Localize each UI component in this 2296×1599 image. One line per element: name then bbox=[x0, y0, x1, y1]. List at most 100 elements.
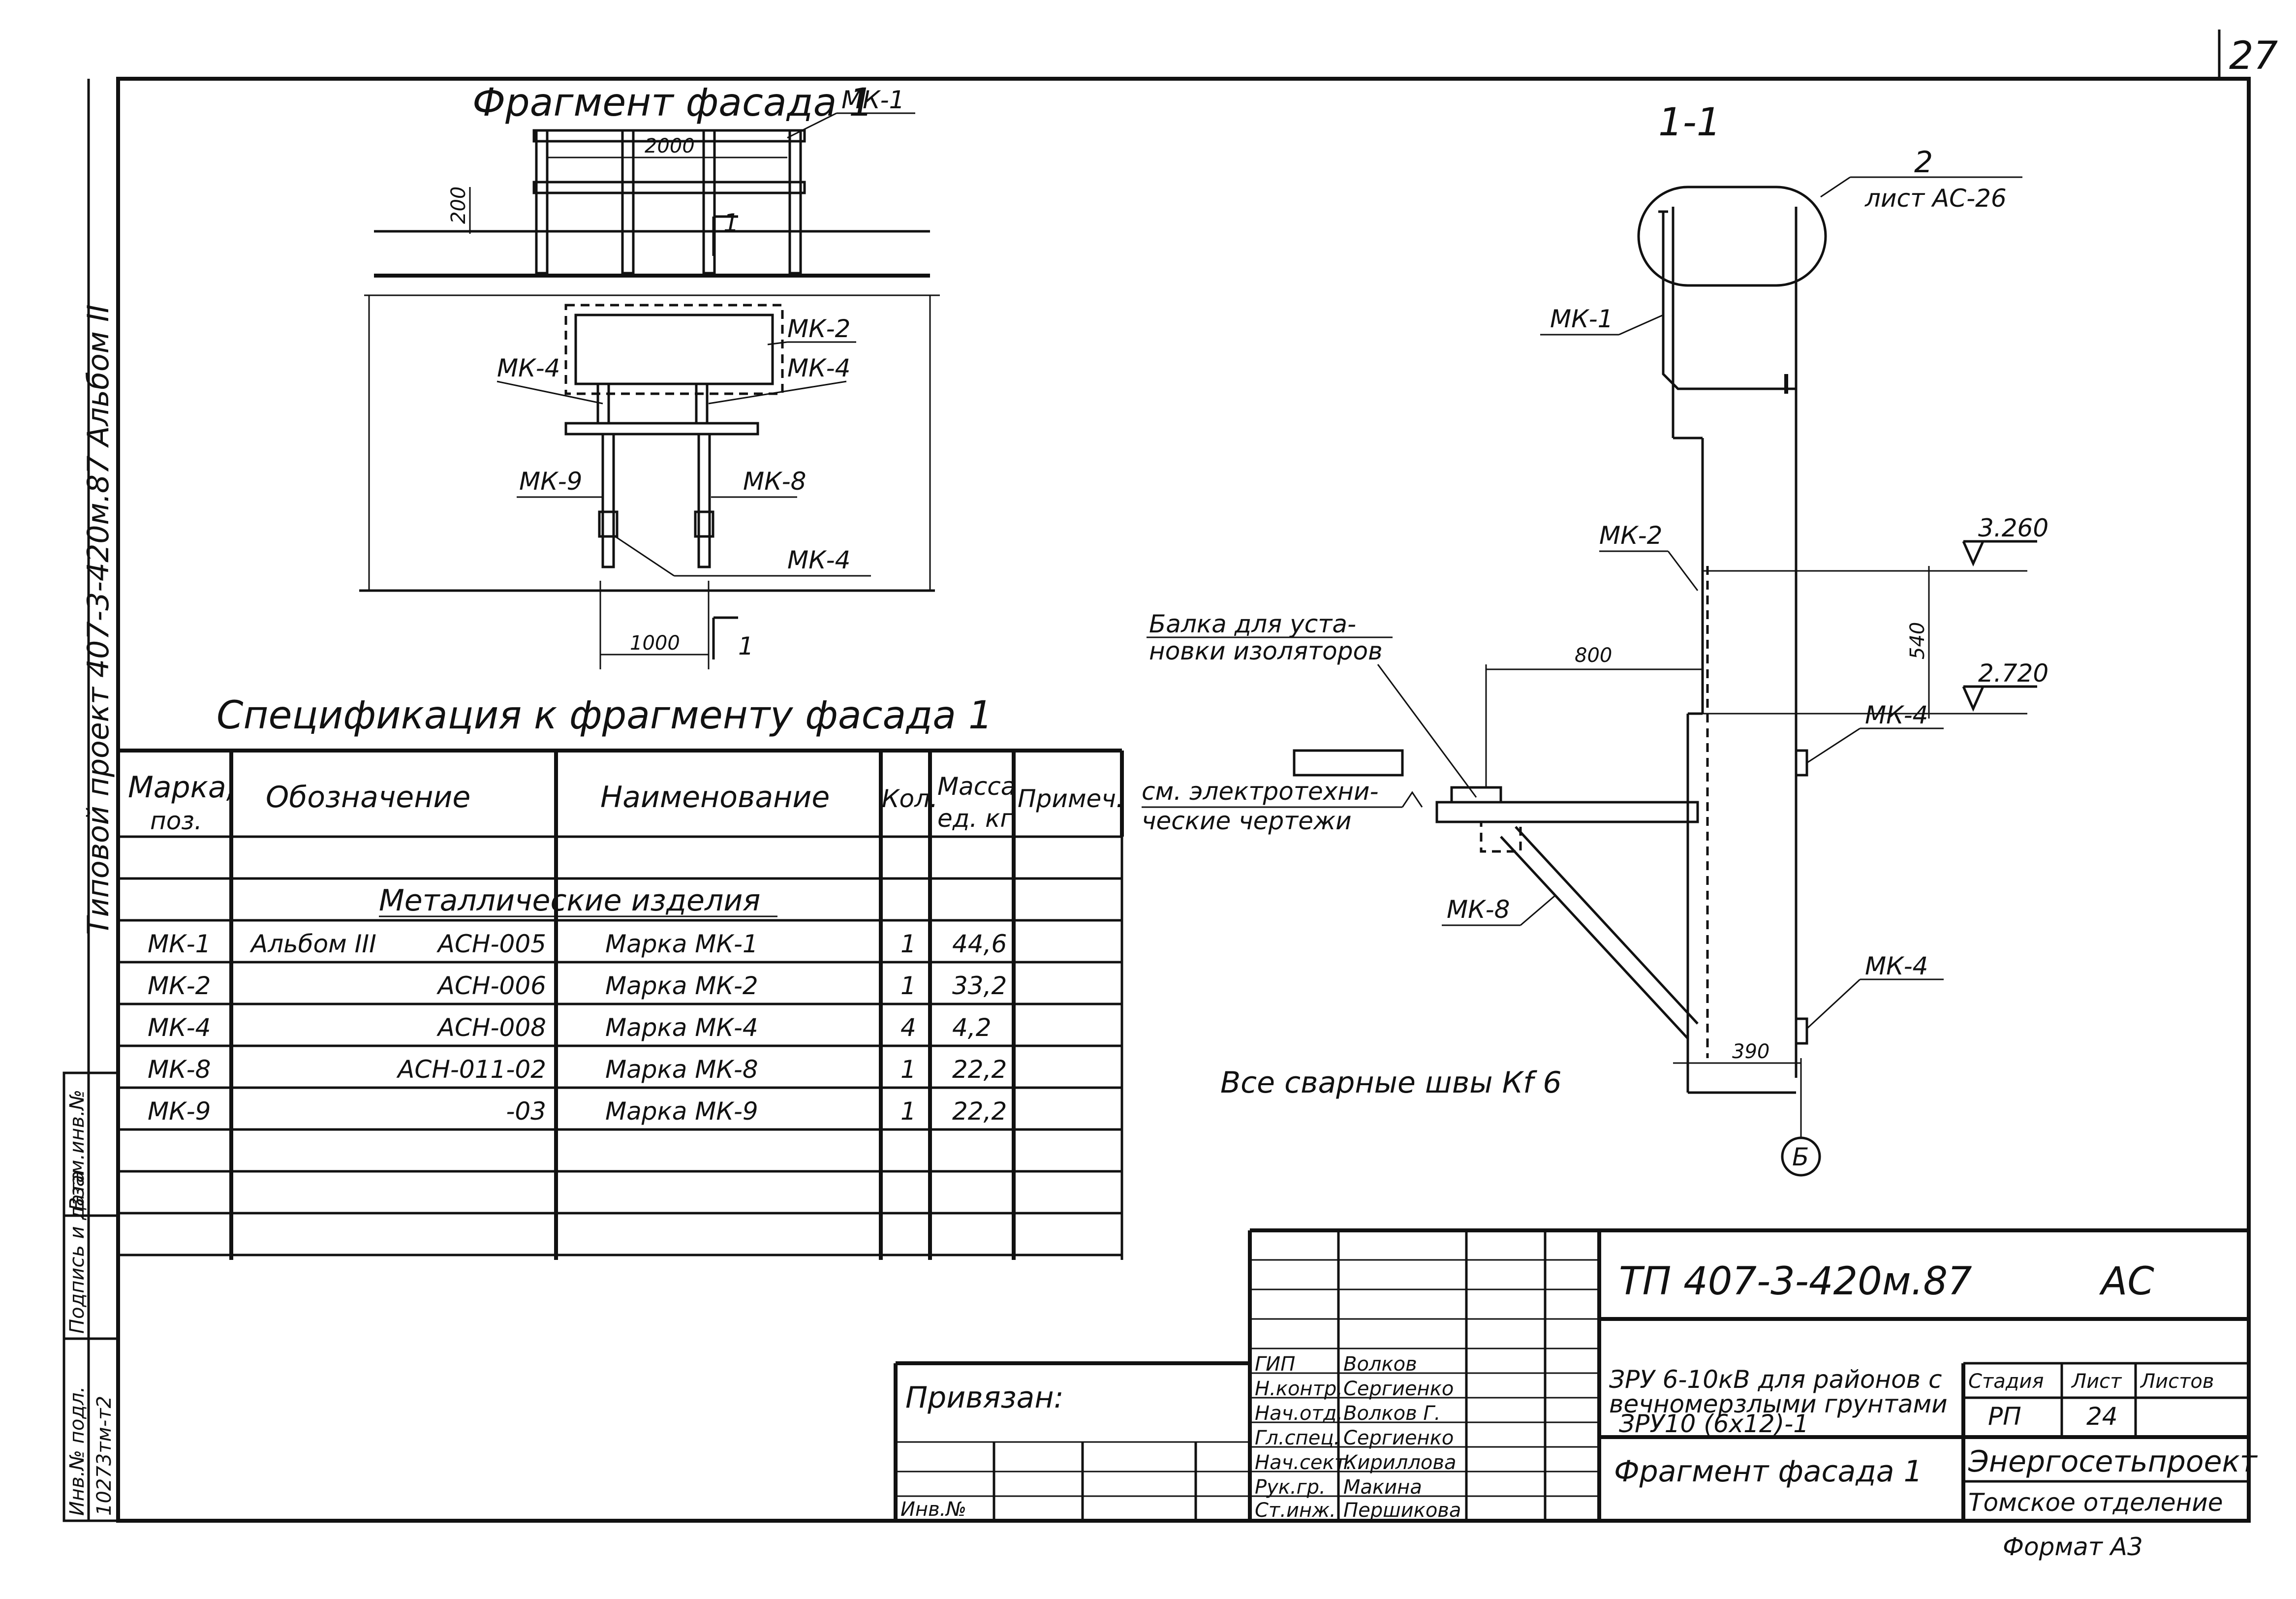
beam-note-2: новки изоляторов bbox=[1149, 637, 1383, 665]
swap-label: Взам.инв.№ bbox=[66, 1090, 89, 1211]
axis-label: Б bbox=[1792, 1143, 1809, 1171]
row-name: Марка МК-8 bbox=[605, 1055, 758, 1084]
page-number: 27 bbox=[2229, 34, 2278, 78]
row-qty: 1 bbox=[900, 1097, 916, 1126]
sheet-title: Фрагмент фасада 1 bbox=[1614, 1454, 1923, 1489]
project-title-2: вечномерзлыми грунтами bbox=[1609, 1390, 1948, 1418]
hdr-name: Наименование bbox=[600, 780, 830, 815]
dim-800: 800 bbox=[1575, 644, 1612, 667]
weld-note: Все сварные швы Кf 6 bbox=[1220, 1066, 1562, 1100]
frag-mark-mk4-bottom: МК-4 bbox=[787, 546, 851, 574]
project-title-3: ЗРУ10 (6х12)-1 bbox=[1619, 1410, 1809, 1438]
role: Рук.гр. bbox=[1255, 1476, 1326, 1499]
frag-mark-mk1: МК-1 bbox=[841, 86, 905, 114]
table-row: МК-1 Альбом III АСН-005 Марка МК-1 1 44,… bbox=[148, 930, 1007, 958]
hdr-mass-1: Масса bbox=[937, 772, 1016, 801]
role-name: Сергиенко bbox=[1343, 1378, 1454, 1400]
row-code: АСН-008 bbox=[436, 1013, 546, 1042]
section-cut-bottom: 1 bbox=[738, 632, 754, 660]
section-cut-top: 1 bbox=[723, 209, 739, 237]
row-qty: 1 bbox=[900, 972, 916, 1000]
inv-no-label: Инв.№ подл. bbox=[66, 1386, 89, 1516]
bound-label: Привязан: bbox=[905, 1380, 1064, 1415]
section-mark-mk4-bottom: МК-4 bbox=[1865, 952, 1928, 980]
row-code: АСН-006 bbox=[436, 972, 546, 1000]
stage-label: Стадия bbox=[1968, 1370, 2044, 1393]
elev-top: 3.260 bbox=[1978, 514, 2048, 542]
row-name: Марка МК-2 bbox=[605, 972, 758, 1000]
hdr-mark-1: Марка, bbox=[128, 770, 236, 805]
role: Гл.спец. bbox=[1255, 1427, 1340, 1449]
row-qty: 4 bbox=[900, 1013, 916, 1042]
callout-sheet: лист АС-26 bbox=[1864, 184, 2007, 213]
elec-note-2: ческие чертежи bbox=[1142, 807, 1352, 835]
sheet-value: 24 bbox=[2086, 1402, 2118, 1431]
table-row: МК-9 -03 Марка МК-9 1 22,2 bbox=[148, 1097, 1007, 1126]
spec-title: Спецификация к фрагменту фасада 1 bbox=[217, 693, 993, 738]
frag-mark-mk8: МК-8 bbox=[743, 467, 807, 496]
row-name: Марка МК-4 bbox=[605, 1013, 758, 1042]
row-name: Марка МК-1 bbox=[605, 930, 758, 958]
row-code: АСН-005 bbox=[436, 930, 546, 958]
title-block: Привязан: Инв.№ ГИП Волков Н.контр. Серг… bbox=[894, 1228, 2258, 1561]
section-mark-mk1: МК-1 bbox=[1550, 305, 1613, 333]
table-row: МК-8 АСН-011-02 Марка МК-8 1 22,2 bbox=[148, 1055, 1007, 1084]
row-qty: 1 bbox=[900, 930, 916, 958]
spec-table: Спецификация к фрагменту фасада 1 Марка,… bbox=[118, 693, 1124, 1260]
section-title: 1-1 bbox=[1658, 100, 1721, 145]
org-division: Томское отделение bbox=[1968, 1488, 2223, 1517]
table-row: МК-2 АСН-006 Марка МК-2 1 33,2 bbox=[148, 972, 1007, 1000]
left-strip: Инв.№ подл. 10273тм-т2 Подпись и дата Вз… bbox=[62, 1071, 120, 1522]
detail-callout bbox=[1637, 186, 1827, 287]
role: ГИП bbox=[1255, 1353, 1295, 1376]
frag-mark-mk9: МК-9 bbox=[519, 467, 583, 496]
row-album: Альбом III bbox=[249, 930, 376, 958]
dim-200: 200 bbox=[447, 187, 470, 224]
role: Нач.сект. bbox=[1255, 1451, 1352, 1474]
row-mark: МК-8 bbox=[148, 1055, 211, 1084]
fragment-drawing: Фрагмент фасада 1 2000 200 1 bbox=[359, 81, 940, 669]
row-code: -03 bbox=[506, 1097, 546, 1126]
row-mark: МК-1 bbox=[148, 930, 211, 958]
role: Нач.отд. bbox=[1255, 1402, 1343, 1425]
row-mark: МК-4 bbox=[148, 1013, 211, 1042]
row-mark: МК-9 bbox=[148, 1097, 211, 1126]
sheet-frame bbox=[116, 77, 2251, 1523]
doc-code: ТП 407-3-420м.87 bbox=[1619, 1259, 1972, 1304]
dim-2000: 2000 bbox=[645, 135, 695, 157]
hdr-mark-2: поз. bbox=[150, 807, 202, 835]
side-label: Типовой проект 407-3-420м.87 Альбом II bbox=[81, 305, 116, 935]
role-name: Макина bbox=[1343, 1476, 1422, 1499]
org-name: Энергосетьпроект bbox=[1968, 1444, 2258, 1479]
project-title-1: ЗРУ 6-10кВ для районов с bbox=[1609, 1365, 1942, 1394]
sheet-label: Лист bbox=[2071, 1370, 2122, 1393]
role-name: Сергиенко bbox=[1343, 1427, 1454, 1449]
frag-mark-mk4-right: МК-4 bbox=[787, 354, 851, 382]
inv-label: Инв.№ bbox=[900, 1498, 966, 1521]
row-qty: 1 bbox=[900, 1055, 916, 1084]
fragment-title: Фрагмент фасада 1 bbox=[472, 81, 873, 125]
sign-label: Подпись и дата bbox=[66, 1171, 89, 1334]
role-name: Кириллова bbox=[1343, 1451, 1456, 1474]
axis-marker bbox=[1781, 1136, 1821, 1177]
role-name: Першикова bbox=[1343, 1499, 1461, 1522]
hdr-qty: Кол. bbox=[882, 784, 938, 813]
hdr-designation: Обозначение bbox=[266, 780, 470, 815]
role-name: Волков Г. bbox=[1343, 1402, 1440, 1425]
section-mark-mk4-top: МК-4 bbox=[1865, 701, 1928, 729]
row-mass: 44,6 bbox=[952, 930, 1007, 958]
row-mass: 22,2 bbox=[952, 1097, 1007, 1126]
hdr-mass-2: ед. кг bbox=[937, 804, 1013, 833]
inv-no-value: 10273тм-т2 bbox=[93, 1396, 116, 1516]
row-mass: 4,2 bbox=[952, 1013, 992, 1042]
stage-value: РП bbox=[1988, 1402, 2021, 1431]
format-label: Формат А3 bbox=[2003, 1533, 2143, 1561]
elev-bottom: 2.720 bbox=[1978, 659, 2048, 688]
elec-note-1: см. электротехни- bbox=[1142, 777, 1379, 806]
row-code: АСН-011-02 bbox=[396, 1055, 546, 1084]
section-mark-mk2: МК-2 bbox=[1599, 521, 1663, 550]
beam-note-1: Балка для уста- bbox=[1149, 610, 1356, 638]
group-title: Металлические изделия bbox=[379, 883, 760, 918]
dim-540: 540 bbox=[1906, 622, 1929, 659]
